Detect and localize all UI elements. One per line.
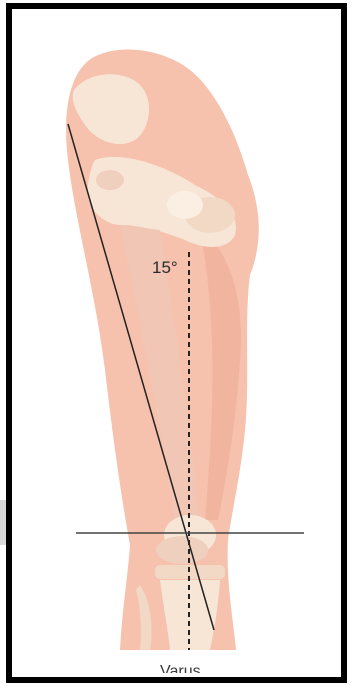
neck-shadow bbox=[96, 170, 124, 190]
angle-label: 15° bbox=[152, 258, 178, 278]
knee-joint-shadow bbox=[156, 536, 208, 564]
trochanter-highlight bbox=[167, 191, 203, 219]
